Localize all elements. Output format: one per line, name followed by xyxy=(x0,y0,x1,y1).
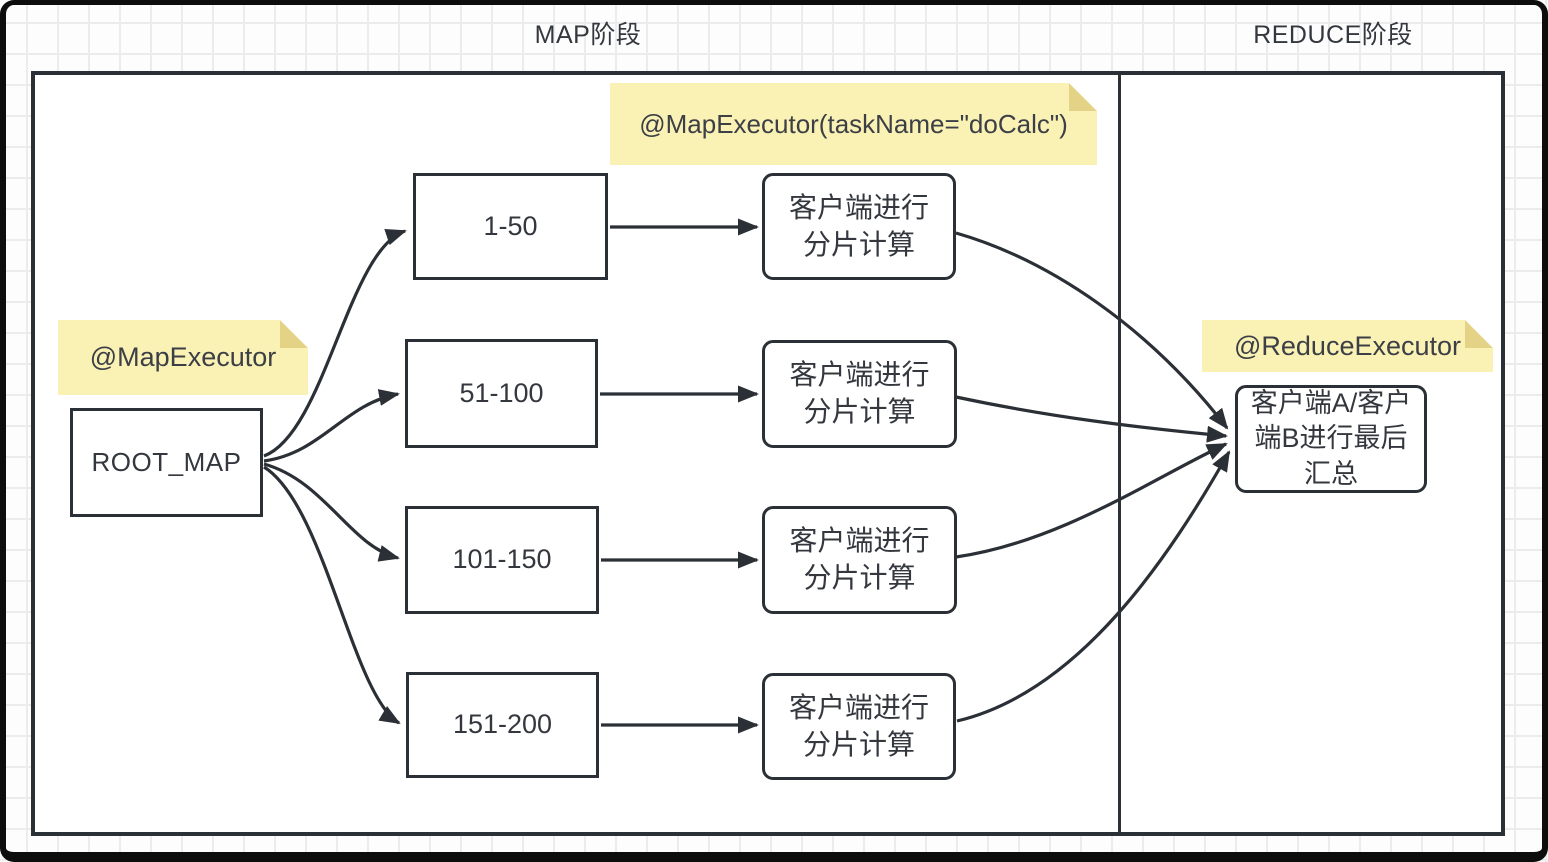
map-executor-note: @MapExecutor xyxy=(58,320,308,395)
root-map-label: ROOT_MAP xyxy=(91,447,242,478)
root-map-node: ROOT_MAP xyxy=(70,408,263,517)
range-node-51-100: 51-100 xyxy=(405,339,598,448)
map-executor-task-note: @MapExecutor(taskName="doCalc") xyxy=(610,83,1097,165)
calc-label: 客户端进行分片计算 xyxy=(788,691,929,760)
map-stage-title: MAP阶段 xyxy=(534,21,642,49)
reduce-executor-note-label: @ReduceExecutor xyxy=(1233,330,1462,361)
reduce-node: 客户端A/客户端B进行最后汇总 xyxy=(1235,385,1427,493)
calc-label: 客户端进行分片计算 xyxy=(788,191,929,260)
calc-label: 客户端进行分片计算 xyxy=(789,525,930,593)
calc-node-4: 客户端进行分片计算 xyxy=(762,673,956,780)
calc-node-3: 客户端进行分片计算 xyxy=(762,506,957,614)
reduce-executor-note: @ReduceExecutor xyxy=(1202,320,1493,372)
range-node-101-150: 101-150 xyxy=(405,506,599,614)
range-node-1-50: 1-50 xyxy=(413,173,608,280)
calc-label: 客户端进行分片计算 xyxy=(789,359,930,427)
range-label: 151-200 xyxy=(452,709,553,740)
range-label: 51-100 xyxy=(459,377,544,408)
reduce-stage-title: REDUCE阶段 xyxy=(1253,21,1413,49)
range-label: 101-150 xyxy=(452,544,552,575)
reduce-label: 客户端A/客户端B进行最后汇总 xyxy=(1250,387,1412,489)
range-node-151-200: 151-200 xyxy=(406,672,599,778)
map-executor-task-note-label: @MapExecutor(taskName="doCalc") xyxy=(639,108,1068,139)
calc-node-2: 客户端进行分片计算 xyxy=(762,340,957,448)
map-executor-note-label: @MapExecutor xyxy=(89,342,277,372)
range-label: 1-50 xyxy=(483,210,538,241)
stage-divider xyxy=(1118,71,1121,836)
calc-node-1: 客户端进行分片计算 xyxy=(762,173,956,280)
